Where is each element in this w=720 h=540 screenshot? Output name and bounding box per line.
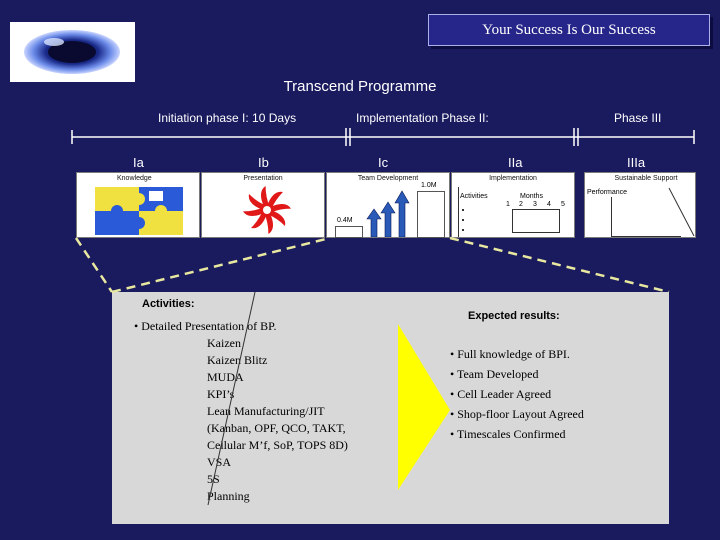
activity-item: Lean Manufacturing/JIT — [207, 404, 325, 418]
sustainable-caption: Sustainable Support — [614, 175, 678, 182]
activity-item: MUDA — [207, 370, 244, 384]
activity-first: • Detailed Presentation of BP. — [134, 319, 277, 333]
growth-arrows-icon — [366, 190, 410, 237]
expected-results-heading: Expected results: — [468, 310, 560, 322]
presentation-caption: Presentation — [243, 175, 283, 182]
presentation-panel: Presentation — [201, 172, 325, 238]
result-item: • Timescales Confirmed — [450, 427, 566, 441]
pinwheel-icon — [242, 185, 292, 235]
month-5: 5 — [561, 201, 565, 208]
sub-phase-iiia: IIIa — [627, 155, 646, 170]
timeline — [71, 128, 695, 146]
slogan-banner: Your Success Is Our Success — [428, 14, 710, 46]
activity-item: Kaizen Blitz — [207, 353, 268, 367]
activities-column — [458, 187, 510, 237]
phase-1-heading: Initiation phase I: 10 Days — [158, 111, 297, 125]
activities-label: Activities — [460, 193, 488, 200]
company-logo — [10, 22, 135, 82]
team-value-high: 1.0M — [421, 182, 437, 189]
low-value-box — [335, 226, 363, 238]
result-item: • Shop-floor Layout Agreed — [450, 407, 584, 421]
eye-logo-icon — [24, 30, 120, 74]
sub-phase-iia: IIa — [508, 155, 523, 170]
result-item: • Full knowledge of BPI. — [450, 347, 570, 361]
dot-2 — [462, 219, 464, 221]
result-item: • Team Developed — [450, 367, 539, 381]
month-2: 2 — [519, 201, 523, 208]
activity-item: Cellular M’f, SoP, TOPS 8D) — [207, 438, 348, 452]
puzzle-icon — [95, 187, 183, 235]
dot-1 — [462, 209, 464, 211]
high-value-box — [417, 191, 445, 238]
team-development-caption: Team Development — [357, 175, 419, 182]
month-1: 1 — [506, 201, 510, 208]
sub-phase-ic: Ic — [378, 155, 389, 170]
activity-item: (Kanban, OPF, QCO, TAKT, — [207, 421, 346, 435]
implementation-panel: Implementation Activities Months 1 2 3 4… — [451, 172, 575, 238]
performance-x-axis — [611, 236, 681, 237]
programme-title: Transcend Programme — [283, 78, 437, 95]
zoom-connectors — [74, 236, 670, 294]
sub-phase-ib: Ib — [258, 155, 269, 170]
implementation-caption: Implementation — [489, 175, 537, 182]
result-item: • Cell Leader Agreed — [450, 387, 552, 401]
activities-heading: Activities: — [142, 298, 195, 310]
timeline-box — [512, 209, 560, 233]
activity-item: 5S — [207, 472, 220, 486]
team-value-low: 0.4M — [337, 217, 353, 224]
team-development-panel: Team Development 1.0M 0.4M — [326, 172, 450, 238]
dot-3 — [462, 229, 464, 231]
details-panel: Activities: • Detailed Presentation of B… — [112, 292, 669, 524]
expected-results-list: • Full knowledge of BPI. • Team Develope… — [450, 344, 584, 444]
knowledge-panel: Knowledge — [76, 172, 200, 238]
activity-item: Kaizen — [207, 336, 241, 350]
sustainable-support-panel: Sustainable Support Performance — [584, 172, 696, 238]
month-3: 3 — [533, 201, 537, 208]
activity-item: Planning — [207, 489, 250, 503]
activities-list: • Detailed Presentation of BP. Kaizen Ka… — [134, 318, 348, 505]
performance-label: Performance — [587, 189, 628, 196]
activity-item: VSA — [207, 455, 232, 469]
performance-y-axis — [611, 197, 612, 237]
sub-phase-ia: Ia — [133, 155, 144, 170]
months-label: Months — [520, 193, 543, 200]
month-4: 4 — [547, 201, 551, 208]
activity-item: KPI’s — [207, 387, 235, 401]
knowledge-caption: Knowledge — [117, 175, 152, 182]
phase-3-heading: Phase III — [614, 111, 662, 125]
phase-2-heading: Implementation Phase II: — [356, 111, 489, 125]
